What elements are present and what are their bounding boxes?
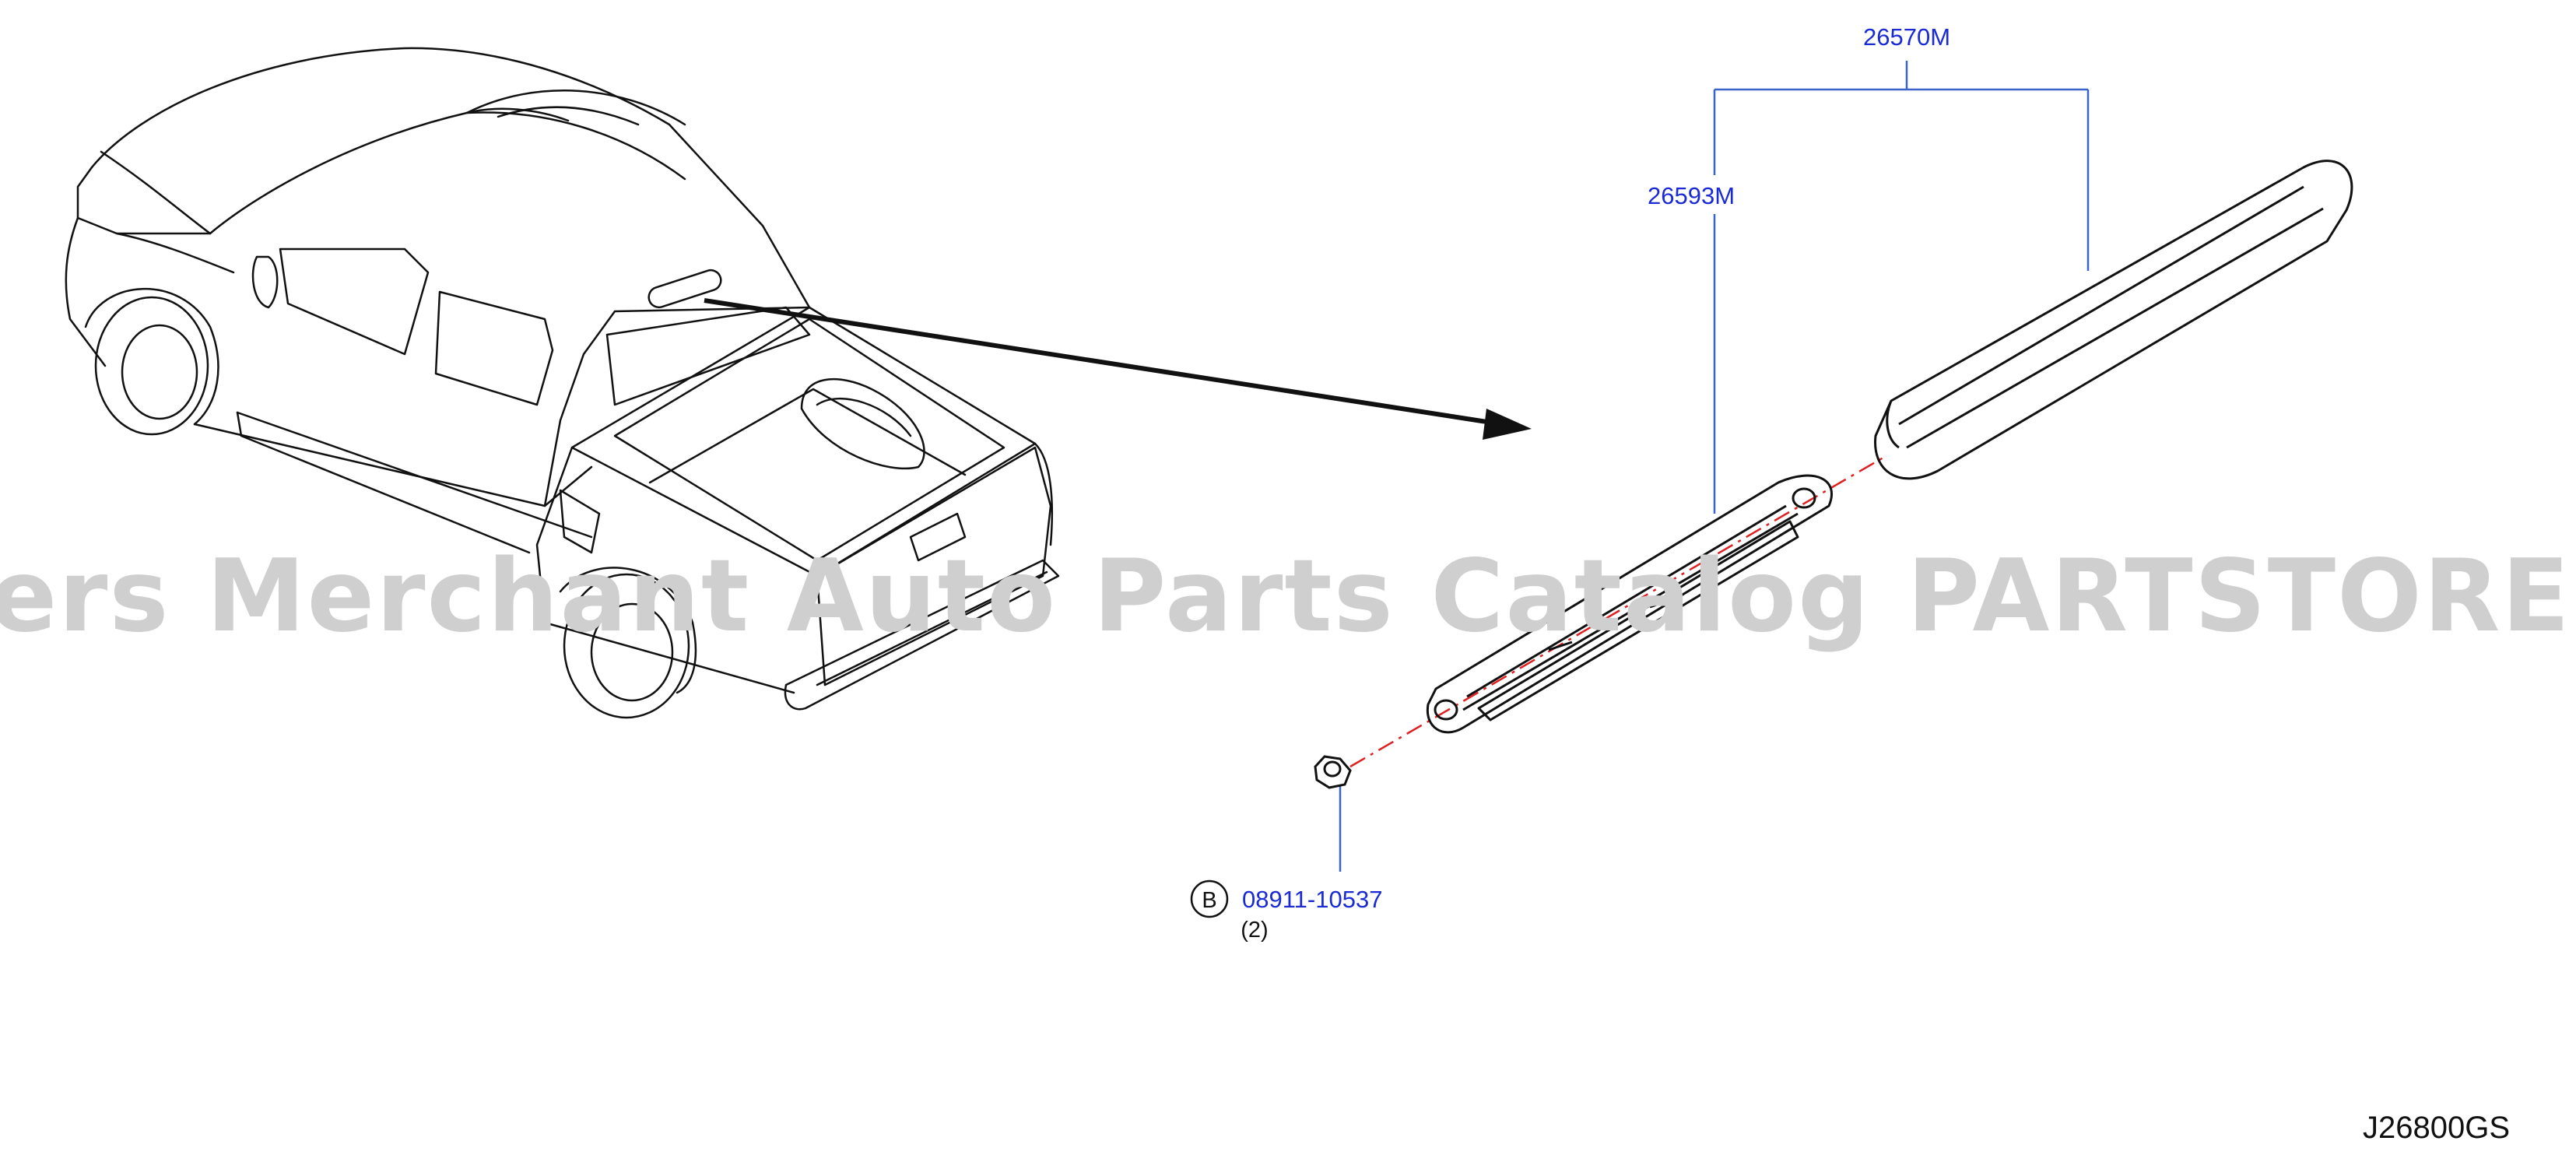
truck-illustration	[65, 47, 1060, 719]
fastener-part-label[interactable]: 08911-10537	[1242, 886, 1382, 913]
base-part-label[interactable]: 26593M	[1648, 182, 1735, 209]
diagram-code: J26800GS	[2363, 1111, 2510, 1145]
assembly-part-label[interactable]: 26570M	[1863, 23, 1950, 51]
assembly-centerline	[1349, 454, 1888, 768]
lamp-base-bracket	[1426, 474, 1834, 734]
svg-text:B: B	[1202, 888, 1216, 913]
nut-fastener	[1314, 755, 1352, 789]
fastener-quantity: (2)	[1241, 918, 1268, 943]
fastener-marker: B	[1190, 879, 1229, 918]
watermark-text: Offers Merchant Auto Parts Catalog PARTS…	[0, 539, 2576, 655]
pointer-arrow	[704, 298, 1532, 440]
stop-lamp-lens	[1874, 160, 2353, 480]
leader-lines	[1339, 61, 2090, 872]
